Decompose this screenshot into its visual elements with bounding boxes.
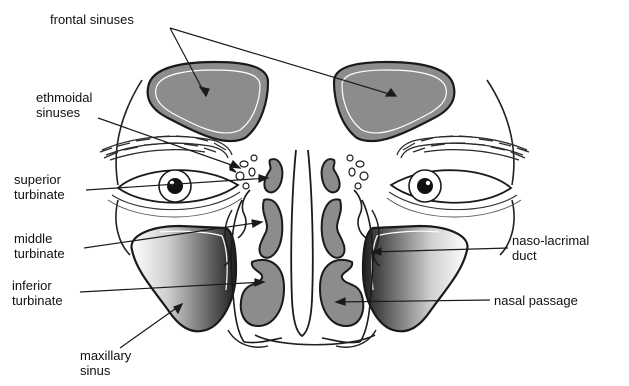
superior-turbinate-right bbox=[322, 159, 340, 192]
label-inferior-turbinate: inferior turbinate bbox=[12, 278, 63, 308]
label-frontal-sinuses: frontal sinuses bbox=[50, 12, 134, 27]
label-inferior-line2: turbinate bbox=[12, 293, 63, 308]
middle-turbinate-left bbox=[259, 199, 282, 257]
label-ethmoidal-line2: sinuses bbox=[36, 105, 92, 120]
label-inferior-line1: inferior bbox=[12, 278, 63, 293]
label-ethmoidal-sinuses: ethmoidal sinuses bbox=[36, 90, 92, 120]
label-naso-lacrimal-duct: naso-lacrimal duct bbox=[512, 233, 589, 263]
frontal-sinus-left bbox=[148, 62, 268, 141]
ethmoidal-sinus-right bbox=[347, 155, 368, 189]
label-superior-line1: superior bbox=[14, 172, 65, 187]
superior-turbinate-left bbox=[264, 159, 282, 192]
label-middle-line2: turbinate bbox=[14, 246, 65, 261]
inferior-turbinate-right bbox=[320, 260, 363, 326]
frontal-sinus-right bbox=[334, 62, 454, 141]
label-naso-lacrimal-line1: naso-lacrimal bbox=[512, 233, 589, 248]
label-superior-turbinate: superior turbinate bbox=[14, 172, 65, 202]
label-maxillary-line1: maxillary bbox=[80, 348, 131, 363]
eye-right bbox=[387, 170, 521, 217]
maxillary-sinus-left bbox=[132, 226, 236, 331]
label-middle-turbinate: middle turbinate bbox=[14, 231, 65, 261]
label-naso-lacrimal-line2: duct bbox=[512, 248, 589, 263]
label-maxillary-line2: sinus bbox=[80, 363, 131, 378]
eye-left bbox=[108, 170, 242, 217]
label-middle-line1: middle bbox=[14, 231, 65, 246]
nasal-septum bbox=[291, 150, 313, 336]
eyebrow-right bbox=[397, 136, 529, 160]
label-ethmoidal-line1: ethmoidal bbox=[36, 90, 92, 105]
label-superior-line2: turbinate bbox=[14, 187, 65, 202]
label-maxillary-sinus: maxillary sinus bbox=[80, 348, 131, 378]
label-nasal-passage: nasal passage bbox=[494, 293, 578, 308]
inferior-turbinate-left bbox=[241, 260, 284, 326]
eyebrow-left bbox=[100, 136, 232, 160]
middle-turbinate-right bbox=[322, 199, 345, 257]
